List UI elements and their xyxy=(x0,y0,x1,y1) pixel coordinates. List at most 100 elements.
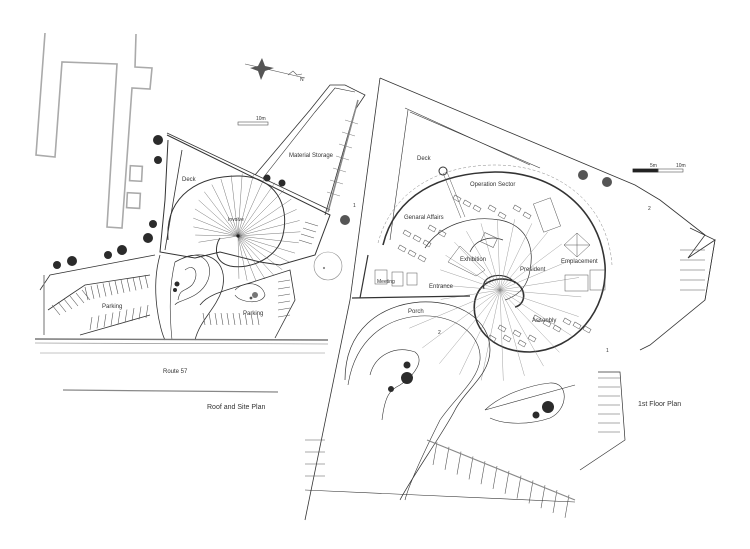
floor-ray-line xyxy=(409,289,501,329)
scale-left-label: 10m xyxy=(256,116,266,122)
spiral-ray-line xyxy=(204,191,239,237)
level-mark: 1 xyxy=(353,203,356,209)
parking-east xyxy=(199,269,296,339)
parking-stall-line xyxy=(103,313,107,328)
parking-stall-line xyxy=(108,282,113,296)
parking-stall-line xyxy=(277,286,291,290)
spiral-ray-line xyxy=(195,234,239,237)
parking-stall-line xyxy=(540,485,546,509)
neighbour-building xyxy=(35,32,153,229)
spiral-ray-line xyxy=(237,173,243,237)
floor-ray-line xyxy=(445,255,501,291)
parking-stall-line xyxy=(126,278,131,292)
desk xyxy=(542,319,552,328)
material-storage-strip xyxy=(254,84,366,216)
desk xyxy=(562,317,572,326)
spiral-ray-line xyxy=(198,199,239,237)
parking-stall-line xyxy=(492,465,498,490)
parking-stall-line xyxy=(81,289,91,301)
parking-stall-line xyxy=(84,286,89,301)
parking-stall-line xyxy=(145,304,149,319)
floor-ray-line xyxy=(499,289,525,376)
spiral-ray-line xyxy=(198,235,239,243)
site-boundary xyxy=(379,77,716,351)
label-president: President xyxy=(520,267,546,273)
floor-ray-line xyxy=(480,223,501,291)
desk xyxy=(452,194,462,203)
floor-plan-labels: Deck Operation Sector Genaral Affairs Ex… xyxy=(377,156,681,408)
label-deck-site: Deck xyxy=(182,177,197,183)
parking-stall-line xyxy=(117,310,121,325)
parking-stall-line xyxy=(208,312,212,326)
spiral-ray-line xyxy=(220,178,239,237)
desk xyxy=(487,334,497,343)
spiral-ray-line xyxy=(237,235,296,254)
desk xyxy=(407,249,417,258)
spiral-ray-line xyxy=(211,184,239,237)
floor-ray-line xyxy=(499,289,579,317)
label-route-57: Route 57 xyxy=(163,369,188,375)
spiral-ray-line xyxy=(193,226,239,237)
parking-stall-line xyxy=(124,309,128,323)
desk xyxy=(517,339,527,348)
spiral-roof xyxy=(167,173,301,281)
spiral-ray-line xyxy=(237,235,248,281)
floor-parking xyxy=(305,249,705,518)
parking-stall-line xyxy=(138,306,142,320)
parking-stall-line xyxy=(110,312,114,326)
site-trees xyxy=(53,135,350,292)
desk xyxy=(527,334,537,343)
floor-ray-line xyxy=(440,289,501,300)
site-plan: N 10m xyxy=(34,32,366,393)
spiral-ray-line xyxy=(230,175,239,237)
desk xyxy=(487,204,497,213)
desk xyxy=(512,329,522,338)
parking-stall-line xyxy=(75,292,85,304)
label-assembly: Assenbly xyxy=(532,318,556,324)
parking-stall-line xyxy=(516,475,522,499)
label-material-storage: Material Storage xyxy=(289,153,334,159)
desk xyxy=(417,254,427,263)
desk xyxy=(437,229,447,238)
parking-stall-line xyxy=(69,295,79,307)
parking-stall-line xyxy=(57,301,67,313)
parking-stall-line xyxy=(256,312,260,326)
floor-ray-line xyxy=(499,259,573,291)
parking-stall-line xyxy=(232,312,236,326)
label-emplacement: Emplacement xyxy=(561,259,598,265)
spiral-ray-line xyxy=(237,220,300,237)
floor-ray-line xyxy=(499,289,544,367)
desk xyxy=(412,234,422,243)
floor-ray-line xyxy=(439,289,501,364)
desk xyxy=(522,211,532,220)
desk xyxy=(462,199,472,208)
spiral-ray-line xyxy=(237,235,283,270)
spiral-ray-line xyxy=(237,209,297,237)
desk xyxy=(572,321,582,330)
label-entrance: Entrance xyxy=(429,284,454,290)
level-mark: 2 xyxy=(438,330,441,336)
parking-stall-line xyxy=(226,312,230,326)
parking-west xyxy=(39,254,156,336)
floor-ray-line xyxy=(499,289,560,353)
floor-ray-line xyxy=(499,289,572,336)
parking-stall-line xyxy=(238,312,242,326)
desk xyxy=(397,244,407,253)
floor-ray-line xyxy=(466,231,501,291)
parking-stall-line xyxy=(132,277,137,291)
floor-ray-line xyxy=(454,241,501,291)
spiral-ray-line xyxy=(237,235,299,244)
building-outline xyxy=(159,134,331,266)
desk xyxy=(472,204,482,213)
parking-stall-line xyxy=(96,284,101,298)
floor-ray-line xyxy=(499,223,533,291)
label-exhibition: Exhibition xyxy=(460,257,486,263)
label-operation-sector: Operation Sector xyxy=(470,182,515,188)
level-marks: 1 2 2 1 xyxy=(353,203,651,354)
spiral-ray-line xyxy=(194,208,239,237)
spiral-ray-line xyxy=(237,198,292,237)
label-general-affairs: Genaral Affairs xyxy=(404,215,444,221)
parking-stall-line xyxy=(277,293,291,297)
parking-stall-line xyxy=(528,480,534,504)
